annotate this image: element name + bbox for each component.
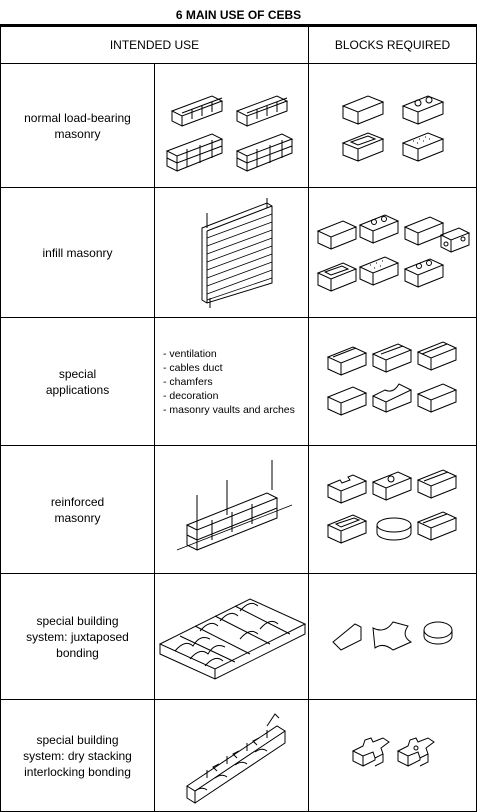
infill-wall-icon: [201, 197, 272, 308]
table-row: infill masonry: [0, 187, 477, 318]
row-label: infill masonry: [0, 187, 155, 318]
illustration-reinforced: [154, 445, 309, 574]
table-row: special building system: juxtaposed bond…: [0, 573, 477, 700]
list-item: decoration: [163, 389, 308, 403]
list-item: cables duct: [163, 361, 308, 375]
title-rule: [0, 24, 477, 27]
header-intended-use: INTENDED USE: [0, 26, 309, 64]
blocks-reinforced: [308, 445, 477, 574]
illustration-infill: [154, 187, 309, 318]
table-row: reinforced masonry: [0, 445, 477, 574]
table-row: special applications ventilation cables …: [0, 317, 477, 446]
uses-list-cell: ventilation cables duct chamfers decorat…: [154, 317, 309, 446]
blocks-icon: [351, 736, 435, 767]
illustration-juxtaposed: [154, 573, 309, 700]
table-row: normal load-bearing masonry: [0, 63, 477, 188]
blocks-infill: [308, 187, 477, 318]
blocks-load-bearing: [308, 63, 477, 188]
ceb-uses-table: INTENDED USE BLOCKS REQUIRED normal load…: [0, 26, 477, 812]
header-row: INTENDED USE BLOCKS REQUIRED: [0, 26, 477, 64]
row-label: special building system: juxtaposed bond…: [0, 573, 155, 700]
blocks-interlocking: [308, 699, 477, 812]
blocks-icon: [331, 620, 452, 651]
row-label: special building system: dry stacking in…: [0, 699, 155, 812]
illustration-load-bearing: [154, 63, 309, 188]
blocks-juxtaposed: [308, 573, 477, 700]
list-item: chamfers: [163, 375, 308, 389]
table-row: special building system: dry stacking in…: [0, 699, 477, 812]
blocks-special: [308, 317, 477, 446]
blocks-icon: [326, 468, 457, 544]
juxtaposed-paving-icon: [158, 598, 307, 680]
row-label: reinforced masonry: [0, 445, 155, 574]
brick-wall-icon: [165, 94, 293, 172]
illustration-interlocking: [154, 699, 309, 812]
header-blocks-required: BLOCKS REQUIRED: [308, 26, 477, 64]
uses-list: ventilation cables duct chamfers decorat…: [155, 347, 308, 417]
reinforced-wall-icon: [176, 459, 292, 551]
list-item: masonry vaults and arches: [163, 403, 308, 417]
interlocking-wall-icon: [185, 712, 286, 804]
row-label: normal load-bearing masonry: [0, 63, 155, 188]
blocks-icon: [341, 94, 444, 162]
list-item: ventilation: [163, 347, 308, 361]
row-label: special applications: [0, 317, 155, 446]
blocks-icon: [316, 213, 470, 292]
table-title: 6 MAIN USE OF CEBS: [175, 8, 302, 22]
blocks-icon: [326, 340, 457, 416]
